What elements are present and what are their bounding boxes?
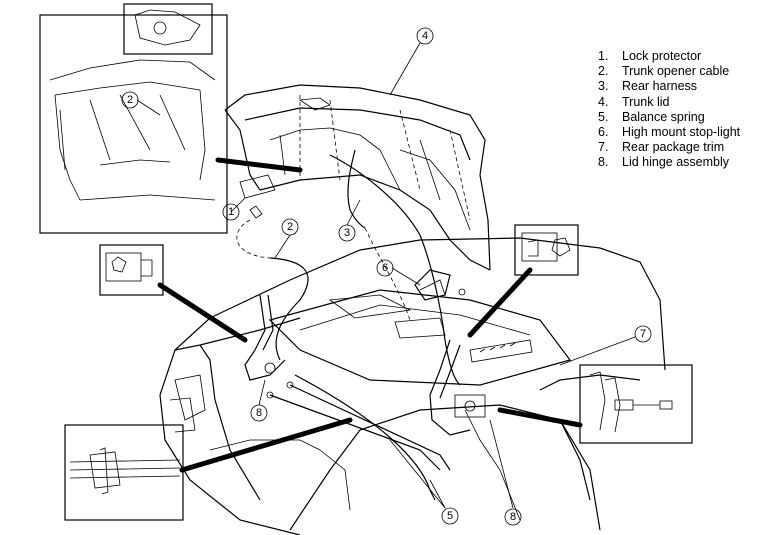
callout-5: 5	[441, 507, 459, 525]
high-mount-stop-light	[414, 269, 466, 301]
legend-item-number: 3.	[598, 79, 609, 94]
svg-text:2: 2	[287, 221, 293, 233]
inset-bottom-right-connector	[579, 364, 693, 444]
legend-item: 7. Rear package trim	[598, 140, 768, 155]
svg-text:7: 7	[640, 328, 646, 340]
legend-item-text: Rear harness	[622, 79, 698, 94]
legend-item-text: Balance spring	[622, 109, 705, 124]
inset-left-bracket	[99, 244, 164, 296]
svg-text:4: 4	[422, 30, 428, 42]
legend-item-number: 7.	[598, 140, 609, 155]
svg-text:8: 8	[510, 511, 516, 523]
lid-hinge-left	[244, 294, 286, 381]
callout-8-left: 8	[250, 404, 268, 422]
callout-2-main: 2	[281, 218, 299, 236]
inset-pointer-lines	[157, 157, 583, 473]
legend-item-text: High mount stop-light	[622, 125, 741, 140]
svg-text:2: 2	[127, 94, 133, 106]
rear-package-shelf	[268, 289, 572, 386]
legend-item: 8. Lid hinge assembly	[598, 155, 768, 170]
callout-leaders	[136, 42, 636, 509]
legend-item-number: 5.	[598, 109, 609, 124]
callout-7: 7	[634, 325, 652, 343]
legend-item-number: 4.	[598, 94, 609, 109]
legend-item-number: 6.	[598, 125, 609, 140]
svg-text:6: 6	[382, 262, 388, 274]
car-body	[159, 237, 666, 535]
legend-item-text: Lid hinge assembly	[622, 155, 730, 170]
legend-item: 2. Trunk opener cable	[598, 64, 768, 79]
legend-item: 1. Lock protector	[598, 49, 768, 64]
inset-bottom-left-clip	[64, 424, 184, 521]
callout-4: 4	[416, 27, 434, 45]
callout-2-inset: 2	[121, 91, 139, 109]
parts-legend: 1. Lock protector 2. Trunk opener cable 3. Re…	[598, 49, 768, 171]
svg-text:3: 3	[344, 227, 350, 239]
balance-springs	[266, 374, 451, 501]
legend-item: 5. Balance spring	[598, 110, 768, 125]
inset-right-bracket	[514, 224, 579, 276]
legend-item: 6. High mount stop-light	[598, 125, 768, 140]
callout-6: 6	[376, 259, 394, 277]
legend-item-text: Trunk opener cable	[622, 64, 730, 79]
callout-3: 3	[338, 224, 356, 242]
callout-1: 1	[222, 203, 240, 221]
legend-item-text: Rear package trim	[622, 140, 725, 155]
legend-item-number: 2.	[598, 64, 609, 79]
lid-hinge-right	[429, 339, 486, 436]
inset-top-left	[39, 3, 276, 234]
svg-text:1: 1	[228, 206, 234, 218]
legend-item: 3. Rear harness	[598, 79, 768, 94]
legend-item-text: Trunk lid	[622, 94, 670, 109]
trunk-lid	[224, 84, 491, 271]
svg-text:8: 8	[256, 407, 262, 419]
legend-item-number: 1.	[598, 49, 609, 63]
legend-item-text: Lock protector	[622, 49, 702, 63]
legend-item-number: 8.	[598, 155, 609, 170]
trunk-opener-cable	[236, 154, 461, 386]
svg-text:5: 5	[447, 510, 453, 522]
legend-item: 4. Trunk lid	[598, 95, 768, 110]
callout-8-right: 8	[504, 508, 522, 526]
